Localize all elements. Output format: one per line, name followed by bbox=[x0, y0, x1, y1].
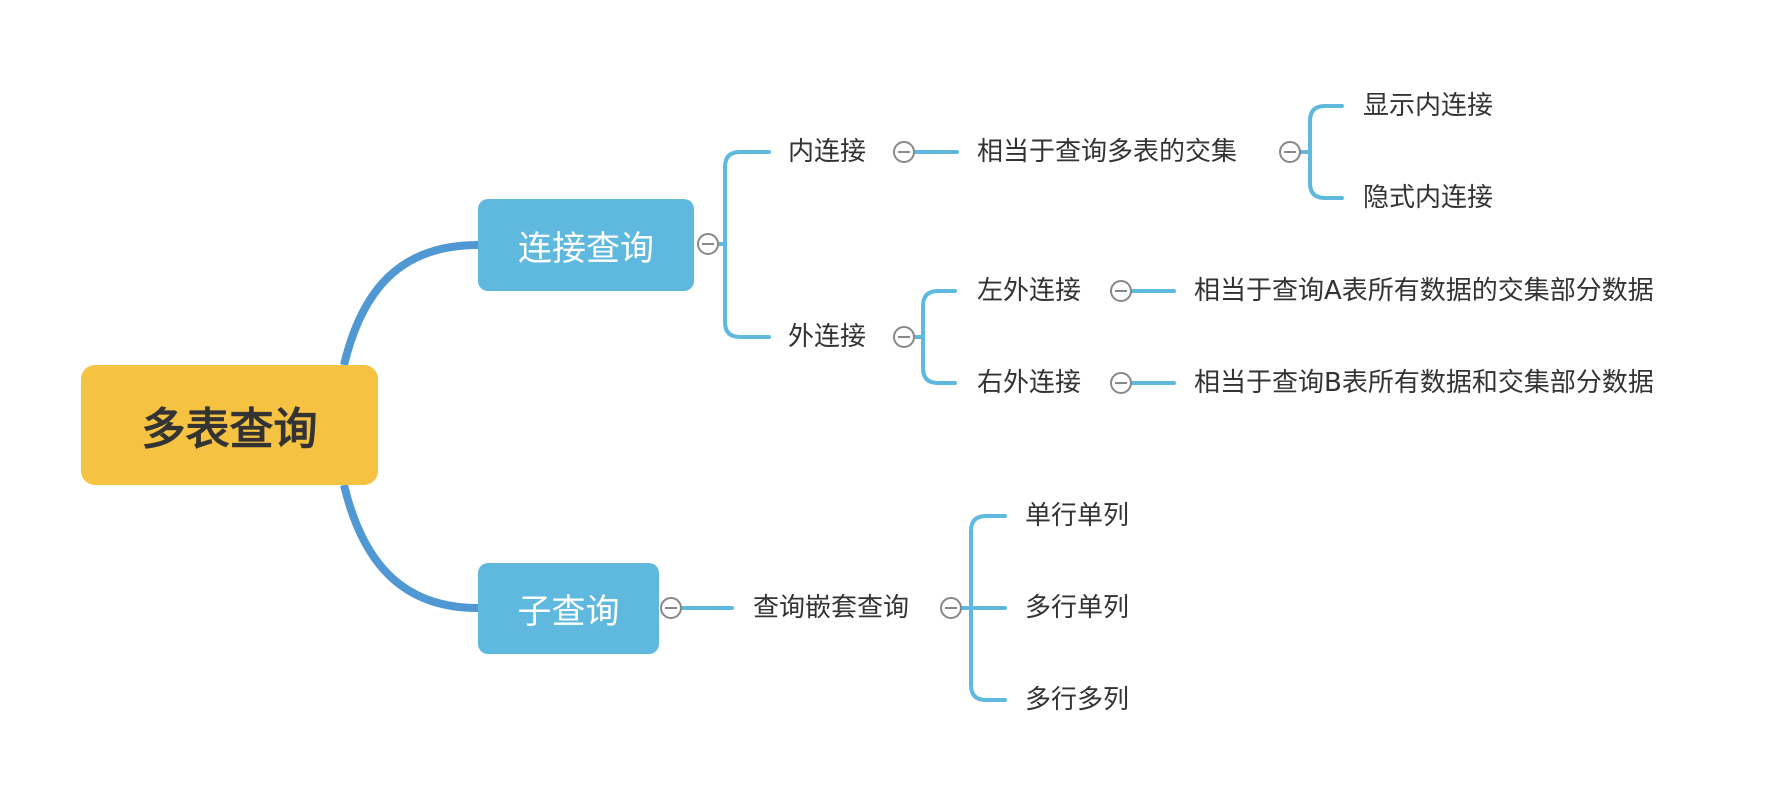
bracket-outer-join bbox=[921, 289, 957, 385]
main-topic-subquery[interactable]: 子查询 bbox=[478, 563, 659, 654]
collapse-minus-icon[interactable] bbox=[697, 233, 719, 255]
topic-outer-join[interactable]: 外连接 bbox=[788, 322, 867, 352]
topic-inner-join[interactable]: 内连接 bbox=[788, 137, 867, 167]
collapse-minus-icon[interactable] bbox=[893, 326, 915, 348]
collapse-minus-icon[interactable] bbox=[940, 597, 962, 619]
root-topic-label: 多表查询 bbox=[141, 404, 318, 455]
topic-explicit-inner-join[interactable]: 显示内连接 bbox=[1363, 91, 1494, 121]
topic-multi-row-multi-col[interactable]: 多行多列 bbox=[1025, 685, 1130, 715]
topic-inner-join-desc[interactable]: 相当于查询多表的交集 bbox=[977, 137, 1238, 167]
main-topic-label: 连接查询 bbox=[518, 228, 654, 269]
branch-line-subquery bbox=[340, 484, 479, 612]
topic-left-outer-join-desc[interactable]: 相当于查询A表所有数据的交集部分数据 bbox=[1194, 276, 1654, 306]
topic-single-row-single-col[interactable]: 单行单列 bbox=[1025, 501, 1130, 531]
main-topic-label: 子查询 bbox=[517, 592, 620, 632]
bracket-inner-join-types bbox=[1308, 104, 1344, 200]
topic-nested-query[interactable]: 查询嵌套查询 bbox=[753, 593, 910, 623]
topic-left-outer-join[interactable]: 左外连接 bbox=[977, 276, 1082, 306]
collapse-minus-icon[interactable] bbox=[660, 597, 682, 619]
bracket-join-query bbox=[723, 150, 771, 339]
topic-right-outer-join-desc[interactable]: 相当于查询B表所有数据和交集部分数据 bbox=[1194, 368, 1654, 398]
main-topic-join-query[interactable]: 连接查询 bbox=[478, 199, 694, 291]
topic-multi-row-single-col[interactable]: 多行单列 bbox=[1025, 593, 1130, 623]
topic-implicit-inner-join[interactable]: 隐式内连接 bbox=[1363, 183, 1494, 213]
collapse-minus-icon[interactable] bbox=[1110, 280, 1132, 302]
root-topic[interactable]: 多表查询 bbox=[81, 365, 378, 485]
collapse-minus-icon[interactable] bbox=[893, 141, 915, 163]
branch-line-join-query bbox=[340, 241, 479, 366]
collapse-minus-icon[interactable] bbox=[1110, 372, 1132, 394]
collapse-minus-icon[interactable] bbox=[1279, 141, 1301, 163]
topic-right-outer-join[interactable]: 右外连接 bbox=[977, 368, 1082, 398]
